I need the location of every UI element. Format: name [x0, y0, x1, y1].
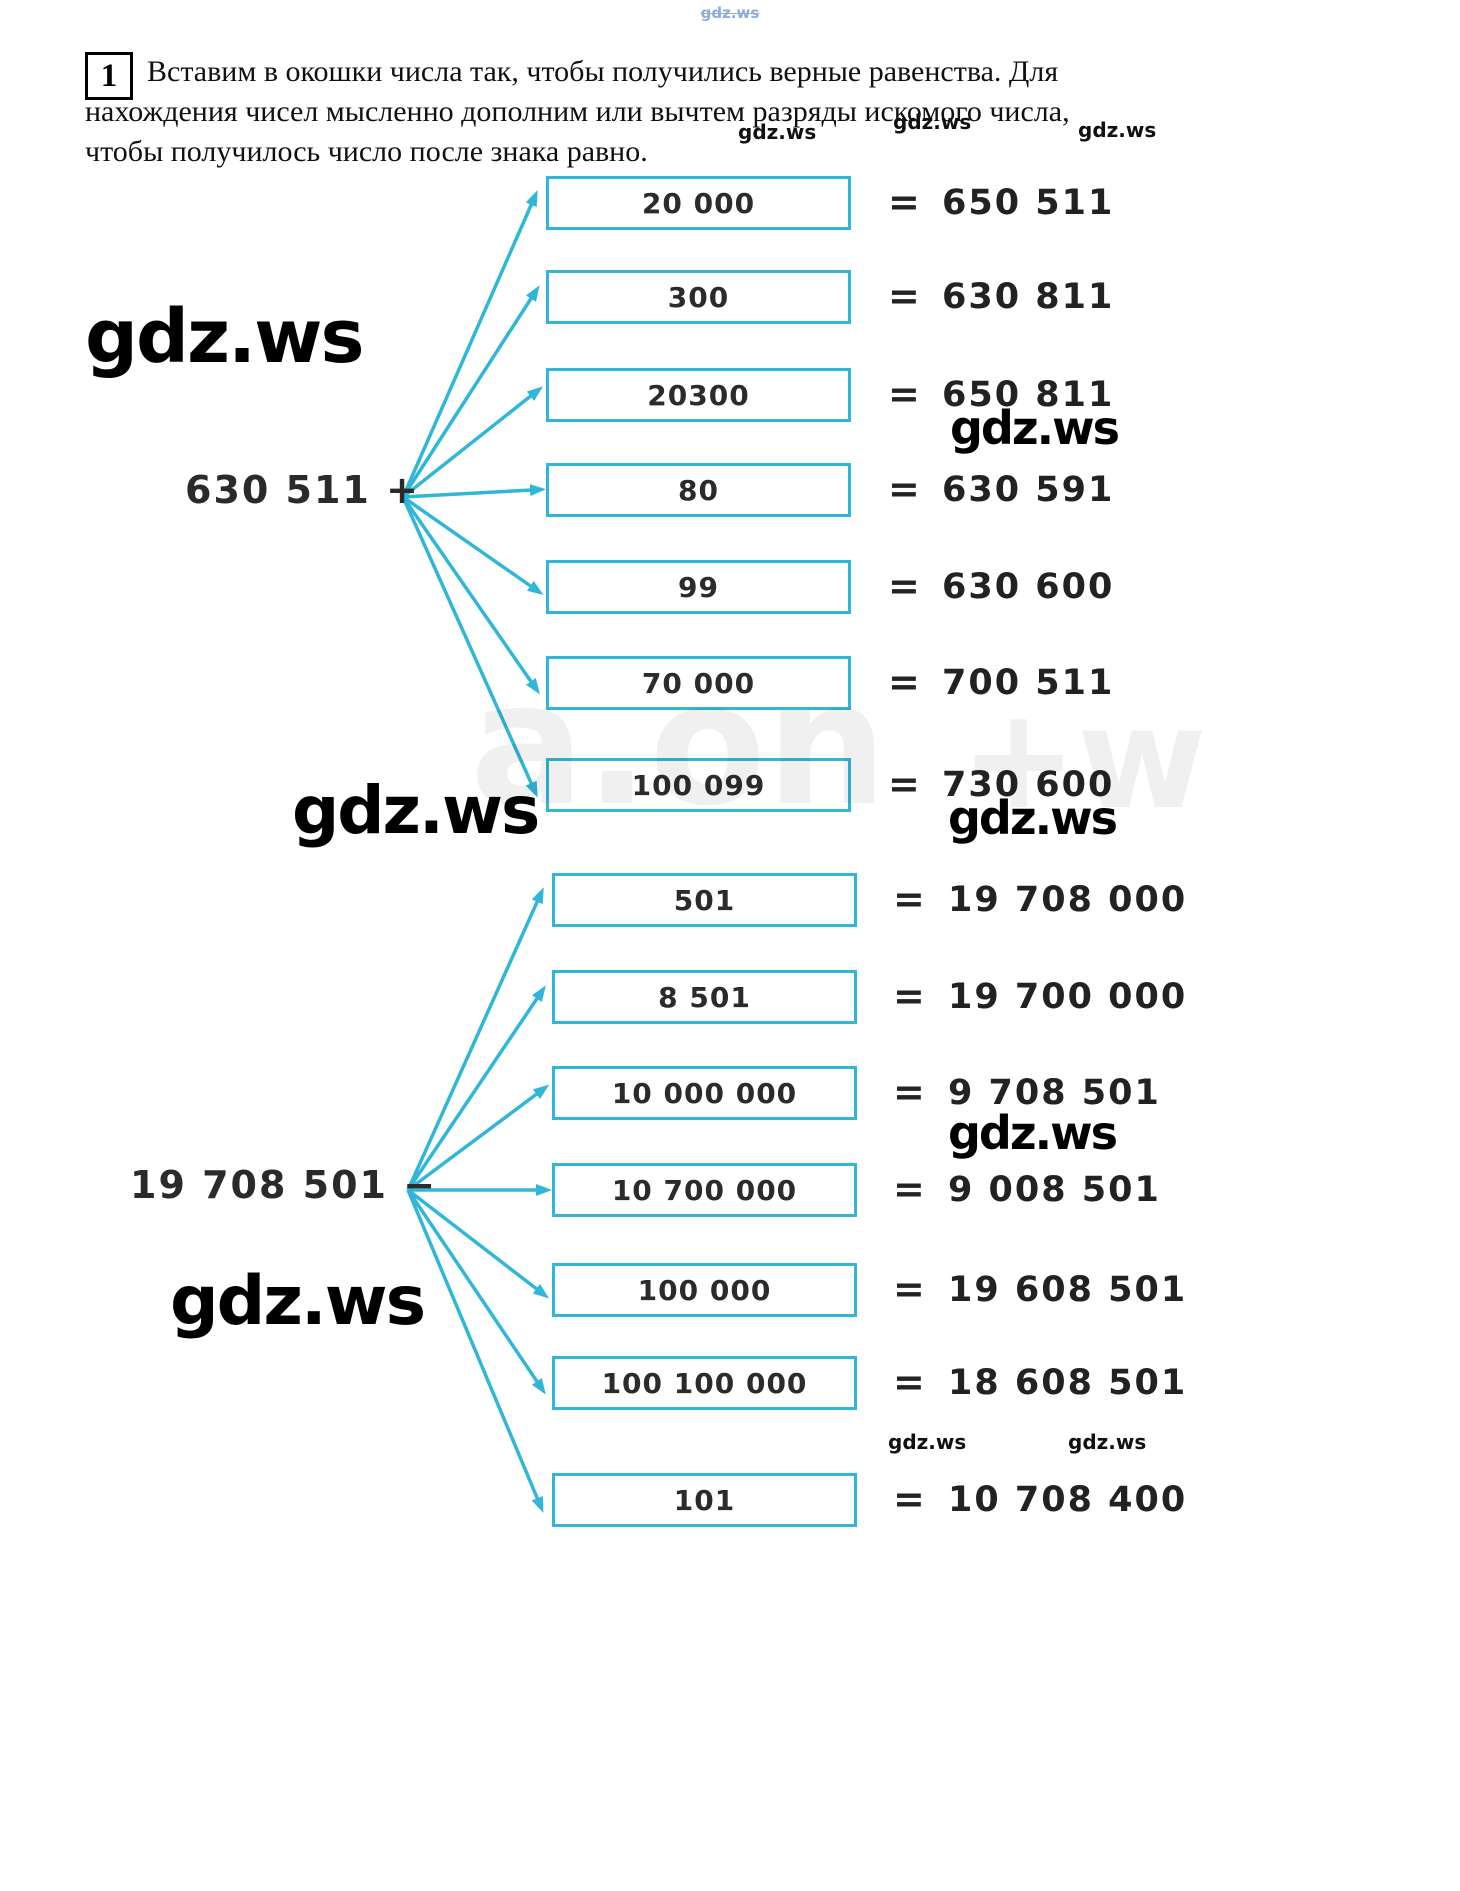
result-value: 630 600 [942, 567, 1115, 607]
result-value: 18 608 501 [948, 1363, 1188, 1403]
equals-sign: = [888, 180, 920, 225]
answer-value: 100 000 [637, 1273, 772, 1307]
problem-number-box: 1 [85, 52, 133, 100]
fan-source-label: 630 511 + [185, 468, 420, 512]
answer-box: 99 [546, 560, 851, 614]
answer-box: 20300 [546, 368, 851, 422]
equals-sign: = [888, 372, 920, 417]
fan-arrow [401, 495, 544, 596]
result-value: 19 708 000 [948, 880, 1188, 920]
equals-sign: = [888, 564, 920, 609]
result-value: 10 708 400 [948, 1480, 1188, 1520]
answer-value: 70 000 [641, 666, 756, 700]
result-value: 700 511 [942, 663, 1115, 703]
fan-arrow [406, 887, 544, 1191]
equals-sign: = [888, 274, 920, 319]
problem-text-line1: Вставим в окошки числа так, чтобы получи… [147, 55, 1059, 88]
gdzws-watermark: gdz.ws [170, 1262, 426, 1341]
fan-arrow [406, 1189, 544, 1513]
equals-sign: = [893, 1070, 925, 1115]
answer-value: 101 [673, 1483, 736, 1517]
answer-box: 8 501 [552, 970, 857, 1024]
watermark-top: gdz.ws [700, 4, 760, 22]
answer-value: 100 099 [631, 768, 766, 802]
result-value: 9 008 501 [948, 1170, 1161, 1210]
gdzws-watermark-small: gdz.ws [1078, 118, 1157, 142]
answer-box: 20 000 [546, 176, 851, 230]
result-value: 630 811 [942, 277, 1115, 317]
result-value: 630 591 [942, 470, 1115, 510]
answer-box: 100 099 [546, 758, 851, 812]
fan-arrow [401, 496, 538, 798]
answer-box: 100 100 000 [552, 1356, 857, 1410]
problem-text-line3: чтобы получилось число после знака равно… [85, 135, 648, 168]
fan-arrow [401, 285, 540, 498]
answer-box: 501 [552, 873, 857, 927]
equals-sign: = [888, 467, 920, 512]
answer-value: 100 100 000 [601, 1366, 808, 1400]
gdzws-watermark: gdz.ws [950, 401, 1120, 455]
answer-value: 99 [678, 570, 719, 604]
equals-sign: = [893, 1167, 925, 1212]
answer-box: 10 000 000 [552, 1066, 857, 1120]
fan-arrow [401, 190, 538, 498]
answer-box: 300 [546, 270, 851, 324]
answer-value: 300 [667, 280, 730, 314]
answer-value: 20300 [647, 378, 750, 412]
gdzws-watermark: gdz.ws [292, 772, 540, 849]
fan-arrow [406, 1188, 550, 1299]
gdzws-watermark-small: gdz.ws [893, 110, 972, 134]
result-value: 19 608 501 [948, 1270, 1188, 1310]
fan-arrow [401, 496, 540, 695]
equals-sign: = [893, 974, 925, 1019]
result-value: 9 708 501 [948, 1073, 1161, 1113]
result-value: 650 511 [942, 183, 1115, 223]
problem-text-line2: нахождения чисел мысленно дополним или в… [85, 95, 1070, 128]
answer-box: 101 [552, 1473, 857, 1527]
gdzws-watermark: gdz.ws [948, 1106, 1118, 1160]
equals-sign: = [893, 1267, 925, 1312]
fan-arrow [402, 484, 546, 499]
answer-value: 10 700 000 [611, 1173, 798, 1207]
equals-sign: = [893, 877, 925, 922]
result-value: 730 600 [942, 765, 1115, 805]
equals-sign: = [888, 762, 920, 807]
gdzws-watermark-small: gdz.ws [738, 120, 817, 144]
answer-box: 70 000 [546, 656, 851, 710]
answer-value: 501 [673, 883, 736, 917]
fan-arrow [401, 386, 543, 499]
fan-arrow [406, 1084, 550, 1192]
result-value: 19 700 000 [948, 977, 1188, 1017]
fan-arrow [406, 985, 546, 1191]
equals-sign: = [888, 660, 920, 705]
gdzws-watermark: gdz.ws [948, 791, 1118, 845]
equals-sign: = [893, 1360, 925, 1405]
fan-arrow [406, 1189, 546, 1395]
gdzws-watermark-small: gdz.ws [888, 1430, 967, 1454]
problem-text: Вставим в окошки числа так, чтобы получи… [85, 52, 1160, 172]
answer-value: 10 000 000 [611, 1076, 798, 1110]
answer-value: 8 501 [658, 980, 751, 1014]
answer-value: 80 [678, 473, 719, 507]
answer-value: 20 000 [641, 186, 756, 220]
gdzws-watermark: gdz.ws [85, 294, 365, 380]
fan-source-label: 19 708 501 − [130, 1163, 438, 1207]
answer-box: 10 700 000 [552, 1163, 857, 1217]
gdzws-watermark-small: gdz.ws [1068, 1430, 1147, 1454]
answer-box: 100 000 [552, 1263, 857, 1317]
result-value: 650 811 [942, 375, 1115, 415]
answer-box: 80 [546, 463, 851, 517]
equals-sign: = [893, 1477, 925, 1522]
